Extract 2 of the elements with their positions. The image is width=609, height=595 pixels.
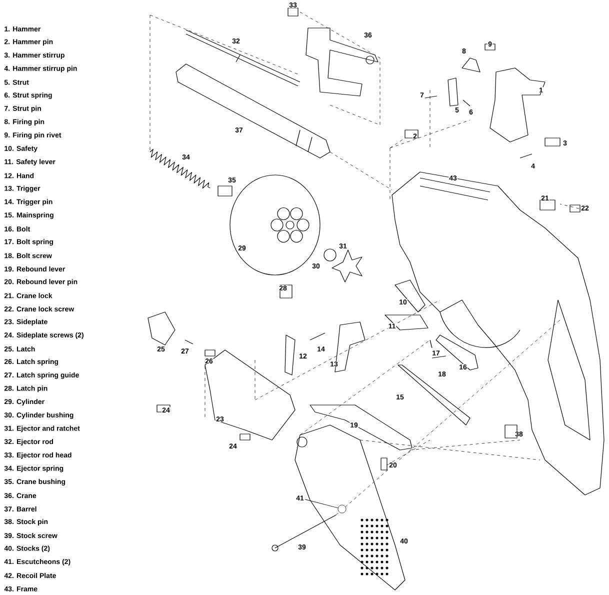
escutcheon <box>338 504 346 514</box>
leader-line <box>304 499 338 508</box>
